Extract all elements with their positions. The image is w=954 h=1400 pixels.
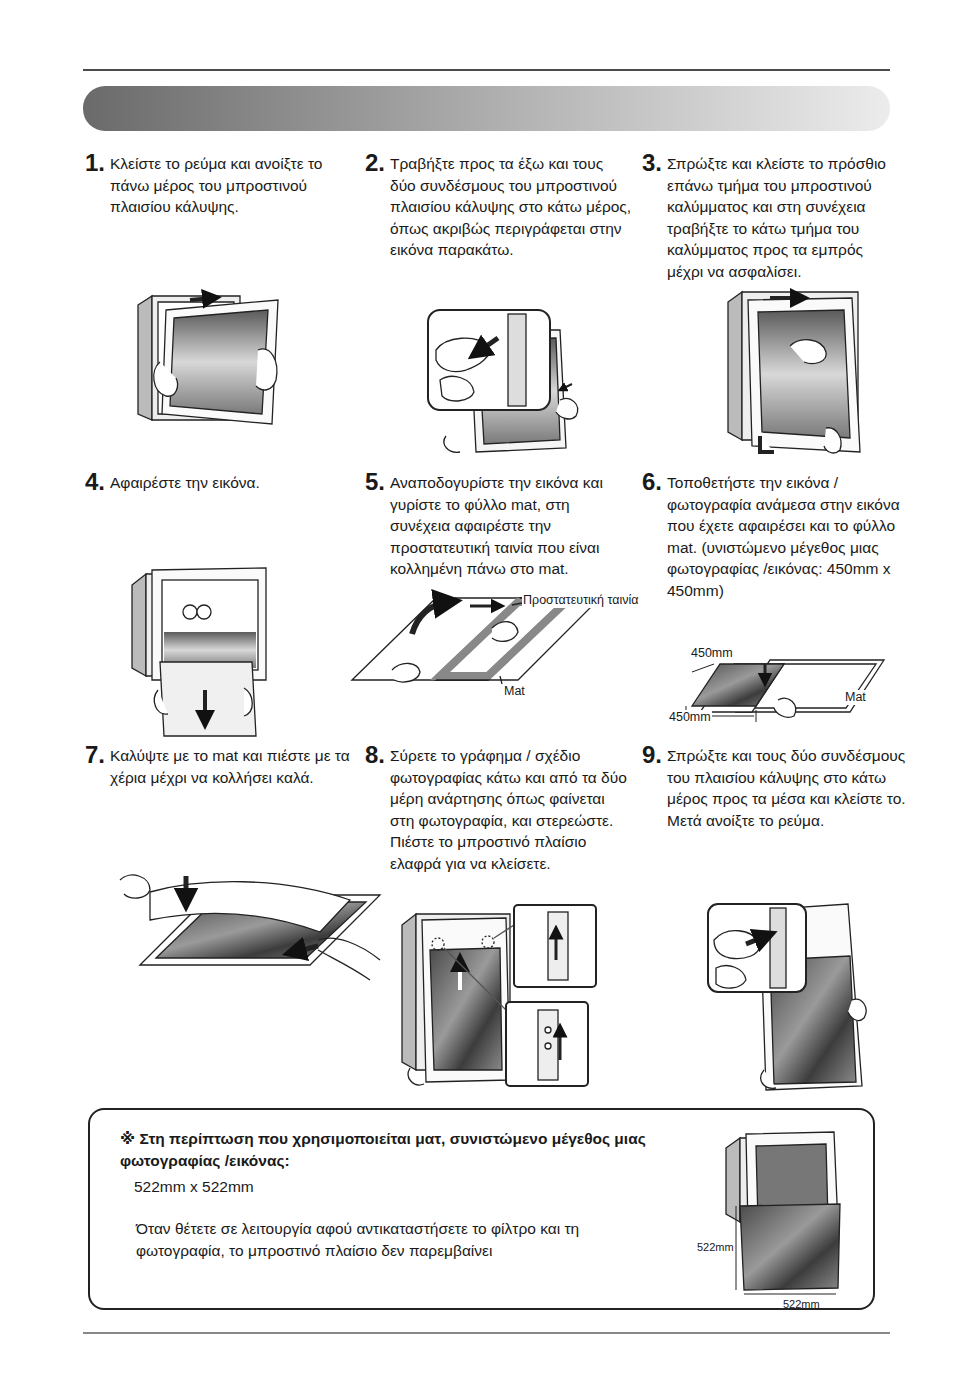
photo-place-figure bbox=[686, 660, 884, 722]
note-heading: ※ Στη περίπτωση που χρησιμοποιείται ματ,… bbox=[120, 1128, 690, 1171]
step-number: 7. bbox=[85, 742, 105, 768]
step-number: 6. bbox=[642, 469, 662, 495]
unit-open-figure bbox=[138, 296, 278, 424]
note-text: 522mm x 522mm bbox=[134, 1176, 254, 1198]
note-text: Όταν θέτετε σε λειτουργία αφού αντικατασ… bbox=[136, 1218, 656, 1261]
step-text: Σπρώξτε και τους δύο συνδέσμους του πλαι… bbox=[667, 745, 907, 831]
picture-removal-figure bbox=[132, 568, 266, 736]
step-text: Καλύψτε με το mat και πιέστε με τα χέρια… bbox=[110, 745, 360, 788]
latch-push-figure bbox=[708, 904, 866, 1090]
step-number: 1. bbox=[85, 150, 105, 176]
mat-turn-figure bbox=[352, 598, 600, 684]
step-text: Τοποθετήστε την εικόνα / φωτογραφία ανάμ… bbox=[667, 472, 907, 602]
step-text: Τραβήξτε προς τα έξω και τους δύο συνδέσ… bbox=[390, 153, 632, 261]
latch-pull-figure bbox=[428, 310, 578, 452]
header-rule bbox=[83, 69, 890, 71]
footer-rule bbox=[83, 1332, 890, 1333]
photo-hang-figure bbox=[402, 905, 596, 1086]
dimension-label: 450mm bbox=[690, 646, 734, 661]
part-label: Mat bbox=[503, 684, 526, 699]
step-text: Αφαιρέστε την εικόνα. bbox=[110, 472, 348, 494]
dimension-label: 450mm bbox=[668, 710, 712, 725]
step-number: 8. bbox=[365, 742, 385, 768]
dimension-label: 522mm bbox=[696, 1241, 735, 1254]
step-number: 5. bbox=[365, 469, 385, 495]
note-box: ※ Στη περίπτωση που χρησιμοποιείται ματ,… bbox=[88, 1108, 875, 1310]
step-number: 2. bbox=[365, 150, 385, 176]
header-band bbox=[83, 86, 890, 131]
step-number: 9. bbox=[642, 742, 662, 768]
step-number: 3. bbox=[642, 150, 662, 176]
step-text: Σύρετε το γράφημα / σχέδιο φωτογραφίας κ… bbox=[390, 745, 632, 875]
step-text: Αναποδογυρίστε την εικόνα και γυρίστε το… bbox=[390, 472, 632, 580]
step-text: Σπρώξτε και κλείστε το πρόσθιο επάνω τμή… bbox=[667, 153, 899, 283]
cover-close-figure bbox=[728, 292, 860, 453]
part-label: Προστατευτική ταινία bbox=[522, 593, 640, 608]
part-label: Mat bbox=[844, 690, 867, 705]
step-text: Κλείστε το ρεύμα και ανοίξτε το πάνω μέρ… bbox=[110, 153, 348, 218]
step-number: 4. bbox=[85, 469, 105, 495]
mat-size-figure bbox=[726, 1132, 840, 1294]
mat-cover-figure bbox=[120, 875, 380, 980]
